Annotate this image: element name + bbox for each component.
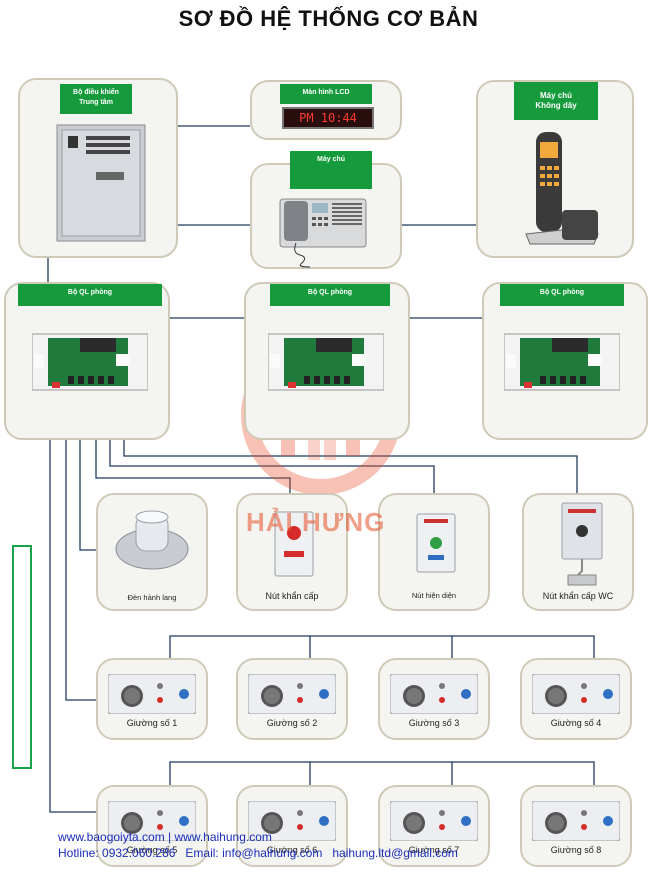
bed-panel-image-8: [532, 801, 620, 841]
emergency-button-caption: Nút khẩn cấp: [265, 591, 319, 601]
corridor-light-caption: Đèn hành lang: [127, 593, 177, 602]
bed-caption-2: Giường số 2: [266, 718, 318, 728]
footer-contact: Hotline: 0932.060.286 Email: info@haihun…: [58, 846, 458, 860]
wireless-phone-image: [525, 132, 599, 245]
room-manager-label-1: Bộ QL phòng: [18, 284, 162, 306]
bed-caption-7: Giường số 7: [408, 845, 460, 855]
bed-unit-8: Giường số 8: [520, 785, 632, 867]
footer-websites: www.baogoiyta.com | www.haihung.com: [58, 830, 272, 844]
wc-emergency-card: Nút khẩn cấp WC: [522, 493, 634, 611]
wireless-master-card: Máy chủ Không dây: [476, 80, 634, 258]
room-manager-board-1: [32, 333, 148, 391]
bed-caption-6: Giường số 6: [266, 845, 318, 855]
bed-caption-5: Giường số 5: [126, 845, 178, 855]
corridor-light-image: [115, 510, 189, 570]
bed-panel-image-7: [390, 801, 478, 841]
bed-caption-3: Giường số 3: [408, 718, 460, 728]
wc-emergency-image: [561, 502, 603, 586]
room-manager-label-2: Bộ QL phòng: [270, 284, 390, 306]
bed-unit-7: Giường số 7: [378, 785, 490, 867]
bed-caption-8: Giường số 8: [550, 845, 602, 855]
room-manager-label-3: Bộ QL phòng: [500, 284, 624, 306]
room-manager-board-2: [268, 333, 384, 391]
lcd-screen-readout: PM 10:44: [282, 107, 374, 129]
bed-group-bracket: [12, 545, 32, 769]
master-station-label: Máy chủ: [290, 151, 372, 189]
bed-unit-2: Giường số 2: [236, 658, 348, 740]
emergency-button-image: [274, 511, 314, 577]
bed-panel-image-4: [532, 674, 620, 714]
watermark-brand: HẢI HƯNG: [246, 507, 386, 537]
page-title: SƠ ĐỒ HỆ THỐNG CƠ BẢN: [178, 6, 479, 31]
bed-panel-image-6: [248, 801, 336, 841]
bed-caption-4: Giường số 4: [550, 718, 602, 728]
master-station-card: Máy chủ: [250, 151, 402, 269]
bed-panel-image-1: [108, 674, 196, 714]
central-controller-label: Bộ điều khiển Trung tâm: [60, 84, 132, 114]
bed-unit-4: Giường số 4: [520, 658, 632, 740]
master-phone-image: [279, 198, 367, 268]
bed-panel-image-3: [390, 674, 478, 714]
bed-unit-6: Giường số 6: [236, 785, 348, 867]
controller-cabinet-image: [56, 124, 146, 242]
emergency-button-card: Nút khẩn cấp: [236, 493, 348, 611]
presence-button-caption: Nút hiện diện: [411, 591, 457, 600]
corridor-light-card: Đèn hành lang: [96, 493, 208, 611]
wireless-master-label: Máy chủ Không dây: [514, 82, 598, 120]
bed-caption-1: Giường số 1: [126, 718, 178, 728]
presence-button-image: [416, 513, 456, 573]
room-manager-board-3: [504, 333, 620, 391]
presence-button-card: Nút hiện diện: [378, 493, 490, 611]
bed-unit-3: Giường số 3: [378, 658, 490, 740]
bed-unit-1: Giường số 1: [96, 658, 208, 740]
bed-unit-5: Giường số 5: [96, 785, 208, 867]
bed-panel-image-5: [108, 801, 196, 841]
bed-panel-image-2: [248, 674, 336, 714]
lcd-label: Màn hình LCD: [280, 84, 372, 104]
wc-emergency-caption: Nút khẩn cấp WC: [542, 591, 614, 601]
central-controller-card: Bộ điều khiển Trung tâm: [18, 78, 178, 258]
